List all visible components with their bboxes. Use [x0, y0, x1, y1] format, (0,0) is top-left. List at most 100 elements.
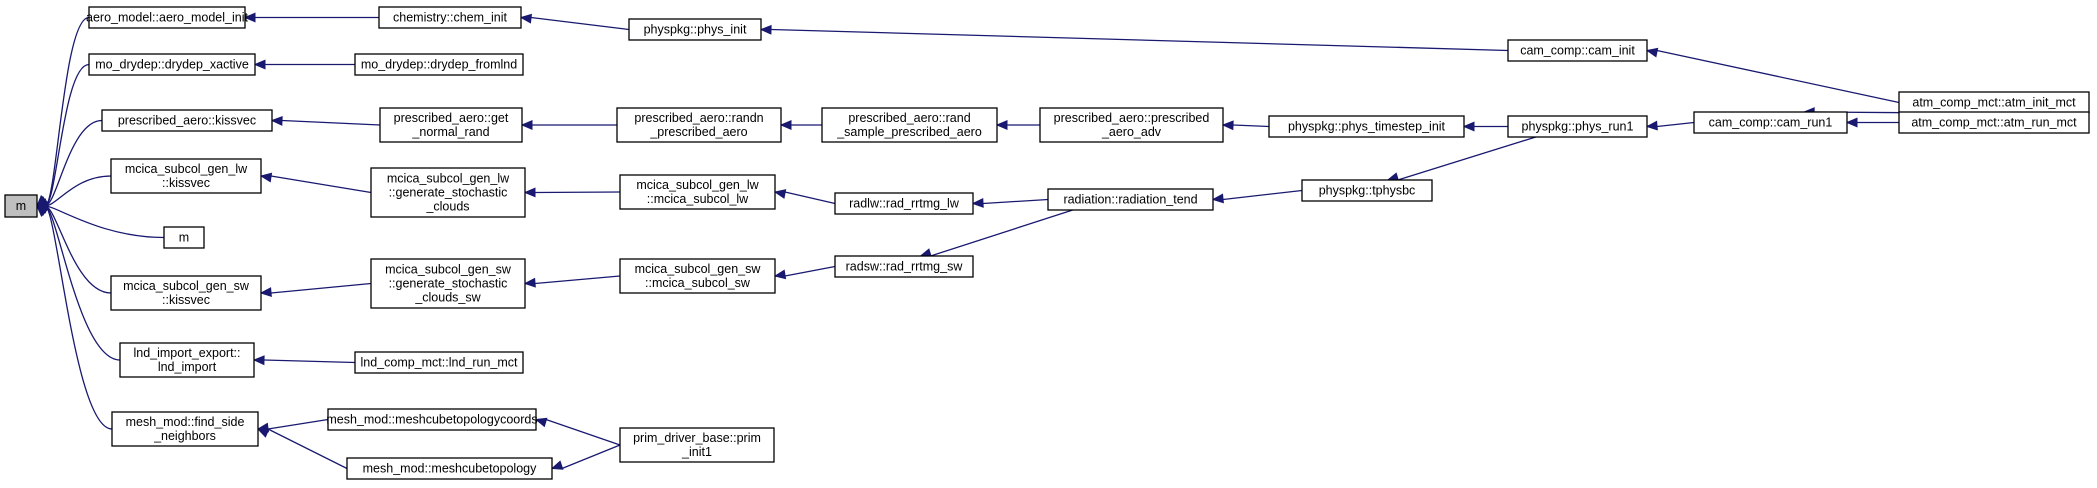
edge-line: [270, 282, 372, 294]
node-lw_gen_stoch[interactable]: mcica_subcol_gen_lw::generate_stochastic…: [370, 167, 526, 218]
node-box[interactable]: [1507, 115, 1648, 138]
edge-sw_gen_stoch-to-sw_kissvec: [259, 282, 372, 298]
node-box[interactable]: [821, 107, 998, 143]
node-box[interactable]: [370, 167, 526, 218]
node-box[interactable]: [88, 53, 256, 76]
node-box[interactable]: [327, 408, 537, 431]
node-box[interactable]: [370, 258, 526, 309]
node-box[interactable]: [628, 18, 762, 41]
node-box[interactable]: [834, 192, 974, 215]
node-chem_init[interactable]: chemistry::chem_init: [378, 6, 522, 29]
node-box[interactable]: [1898, 111, 2090, 134]
arrow-head-icon: [1221, 120, 1234, 131]
node-box[interactable]: [346, 457, 553, 480]
node-box[interactable]: [119, 342, 255, 378]
node-label: mo_drydep::drydep_fromlnd: [361, 58, 517, 72]
node-box[interactable]: [111, 411, 259, 447]
edge-phys_timestep_init-to-pa_adv: [1221, 120, 1270, 131]
node-aero_init[interactable]: aero_model::aero_model_init: [86, 6, 248, 29]
arrow-head-icon: [253, 59, 266, 70]
arrow-head-icon: [773, 269, 787, 280]
node-label: mesh_mod::meshcubetopologycoords: [326, 413, 537, 427]
edge-line: [1656, 49, 1900, 104]
node-label: ::mcica_subcol_lw: [647, 192, 749, 206]
node-box[interactable]: [88, 6, 246, 29]
edge-phys_init-to-chem_init: [519, 13, 630, 31]
node-cam_run1[interactable]: cam_comp::cam_run1: [1693, 111, 1848, 134]
node-box[interactable]: [110, 275, 262, 311]
node-label: mcica_subcol_gen_lw: [125, 162, 248, 176]
node-box[interactable]: [1693, 111, 1848, 134]
node-label: _aero_adv: [1101, 125, 1162, 139]
node-box[interactable]: [379, 107, 523, 143]
node-box[interactable]: [1301, 179, 1433, 202]
edge-lw_gen_stoch-to-lw_kissvec: [259, 172, 372, 194]
node-box[interactable]: [1039, 107, 1224, 143]
edge-rad_rrtmg_lw-to-lw_mcica: [773, 189, 836, 205]
node-box[interactable]: [1047, 188, 1214, 211]
node-atm_init[interactable]: atm_comp_mct::atm_init_mct: [1898, 91, 2090, 114]
node-tphysbc[interactable]: physpkg::tphysbc: [1301, 179, 1433, 202]
node-box[interactable]: [834, 255, 974, 278]
node-pa_randn[interactable]: prescribed_aero::randn_prescribed_aero: [616, 107, 782, 143]
node-lw_mcica[interactable]: mcica_subcol_gen_lw::mcica_subcol_lw: [619, 174, 776, 210]
node-box[interactable]: [619, 427, 775, 463]
node-box[interactable]: [619, 174, 776, 210]
node-m_root[interactable]: m: [4, 194, 38, 218]
node-label: lnd_comp_mct::lnd_run_mct: [360, 356, 518, 370]
node-find_side[interactable]: mesh_mod::find_side_neighbors: [111, 411, 259, 447]
arrow-head-icon: [550, 460, 564, 470]
arrow-head-icon: [1645, 120, 1658, 131]
node-meshcube[interactable]: mesh_mod::meshcubetopology: [346, 457, 553, 480]
node-rad_rrtmg_sw[interactable]: radsw::rad_rrtmg_sw: [834, 255, 974, 278]
node-box[interactable]: [1507, 39, 1648, 62]
node-pa_get_normal[interactable]: prescribed_aero::get_normal_rand: [379, 107, 523, 143]
node-radiation_tend[interactable]: radiation::radiation_tend: [1047, 188, 1214, 211]
node-meshcube_coords[interactable]: mesh_mod::meshcubetopologycoords: [326, 408, 538, 431]
node-drydep_fromlnd[interactable]: mo_drydep::drydep_fromlnd: [354, 53, 524, 76]
node-phys_run1[interactable]: physpkg::phys_run1: [1507, 115, 1648, 138]
node-sw_gen_stoch[interactable]: mcica_subcol_gen_sw::generate_stochastic…: [370, 258, 526, 309]
edge-sw_mcica-to-sw_gen_stoch: [523, 275, 621, 288]
node-sw_mcica[interactable]: mcica_subcol_gen_sw::mcica_subcol_sw: [619, 258, 776, 294]
node-label: ::generate_stochastic: [389, 277, 508, 291]
node-m_leaf[interactable]: m: [163, 226, 205, 249]
node-lw_kissvec[interactable]: mcica_subcol_gen_lw::kissvec: [110, 158, 262, 194]
node-prim_init1[interactable]: prim_driver_base::prim_init1: [619, 427, 775, 463]
arrow-head-icon: [36, 195, 48, 207]
arrow-head-icon: [1645, 47, 1659, 58]
node-drydep_xactive[interactable]: mo_drydep::drydep_xactive: [88, 53, 256, 76]
edge-line: [534, 191, 621, 194]
node-pa_rand_sample[interactable]: prescribed_aero::rand_sample_prescribed_…: [821, 107, 998, 143]
edge-pa_kissvec-to-m_root: [35, 119, 103, 216]
edge-line: [561, 444, 621, 470]
node-rad_rrtmg_lw[interactable]: radlw::rad_rrtmg_lw: [834, 192, 974, 215]
node-label: prescribed_aero::kissvec: [118, 114, 256, 128]
node-label: prescribed_aero::rand: [848, 111, 970, 125]
node-lnd_import[interactable]: lnd_import_export::lnd_import: [119, 342, 255, 378]
node-box[interactable]: [619, 258, 776, 294]
node-box[interactable]: [354, 351, 524, 374]
node-box[interactable]: [110, 158, 262, 194]
node-lnd_run[interactable]: lnd_comp_mct::lnd_run_mct: [354, 351, 524, 374]
node-sw_kissvec[interactable]: mcica_subcol_gen_sw::kissvec: [110, 275, 262, 311]
node-pa_kissvec[interactable]: prescribed_aero::kissvec: [101, 109, 273, 132]
node-box[interactable]: [354, 53, 524, 76]
node-box[interactable]: [4, 194, 38, 218]
node-box[interactable]: [163, 226, 205, 249]
edge-pa_get_normal-to-pa_kissvec: [270, 115, 381, 126]
node-phys_timestep_init[interactable]: physpkg::phys_timestep_init: [1268, 115, 1465, 138]
edge-line: [545, 418, 621, 446]
node-box[interactable]: [378, 6, 522, 29]
node-label: _neighbors: [153, 429, 216, 443]
edge-line: [930, 209, 1073, 257]
arrow-head-icon: [995, 120, 1008, 130]
node-box[interactable]: [101, 109, 273, 132]
node-box[interactable]: [1268, 115, 1465, 138]
node-cam_init[interactable]: cam_comp::cam_init: [1507, 39, 1648, 62]
node-phys_init[interactable]: physpkg::phys_init: [628, 18, 762, 41]
node-atm_run[interactable]: atm_comp_mct::atm_run_mct: [1898, 111, 2090, 134]
node-pa_adv[interactable]: prescribed_aero::prescribed_aero_adv: [1039, 107, 1224, 143]
edge-line: [1232, 124, 1270, 128]
node-box[interactable]: [616, 107, 782, 143]
